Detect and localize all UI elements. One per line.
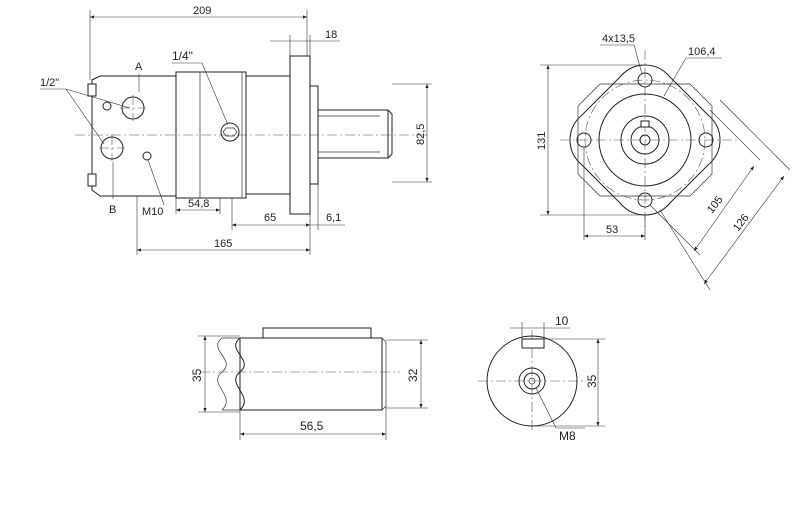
label-port-b: B	[109, 204, 116, 216]
flange-view-dimensions: 4x13,5 106,4 131 53 105 126	[536, 33, 791, 291]
side-view	[75, 55, 430, 215]
label-thread-m10: M10	[142, 206, 163, 218]
shaft-side-dimensions: 35 32 56,5	[190, 335, 428, 440]
side-view-dimensions: 209 18 82,5 54,8 65 6,1 165 1/2"	[40, 5, 432, 255]
dim-label-end-height: 35	[585, 374, 599, 388]
label-bleed-plug: 1/4"	[172, 49, 193, 63]
dim-label-overall-length: 209	[193, 5, 211, 17]
dim-label-body-length: 54,8	[188, 198, 209, 210]
dim-label-pilot-depth: 6,1	[326, 212, 341, 224]
label-bolt-circle: 106,4	[688, 46, 716, 58]
dim-label-shaft-height: 82,5	[415, 124, 427, 145]
dim-label-key-width: 10	[555, 314, 569, 328]
dim-label-diagonal-105: 105	[705, 194, 726, 216]
label-thread-m8: M8	[559, 429, 576, 443]
dim-label-keyway-height: 32	[406, 368, 420, 382]
dim-label-diagonal-126: 126	[731, 212, 752, 234]
label-port-size: 1/2"	[40, 77, 59, 89]
dim-label-front-length: 65	[264, 212, 276, 224]
dim-label-flange-height: 131	[536, 132, 548, 150]
label-mount-holes: 4x13,5	[602, 33, 635, 45]
dim-label-flange-thickness: 18	[325, 29, 337, 41]
dim-label-hole-offset: 53	[606, 224, 618, 236]
dim-label-165: 165	[214, 238, 232, 250]
shaft-end-view	[478, 330, 586, 432]
dim-label-shaft-length: 56,5	[300, 419, 324, 433]
dim-label-shaft-diameter: 35	[190, 368, 204, 382]
shaft-end-dimensions: 10 35 M8	[510, 314, 605, 443]
label-port-a: A	[135, 61, 143, 73]
shaft-side-view	[200, 327, 400, 411]
